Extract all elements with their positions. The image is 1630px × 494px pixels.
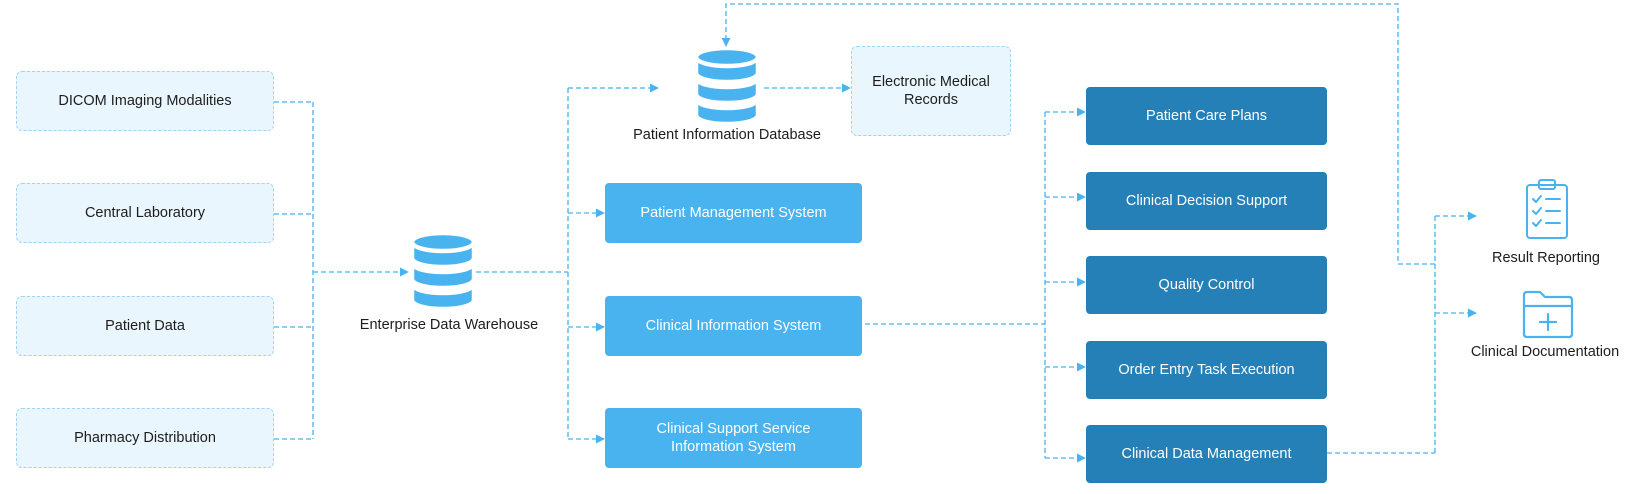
system-label: Clinical Support Service Information Sys…: [656, 421, 811, 455]
output-clinical-data-management: Clinical Data Management: [1086, 425, 1327, 483]
output-label: Quality Control: [1158, 277, 1255, 293]
source-label: Central Laboratory: [84, 205, 206, 221]
source-patient-data: Patient Data: [16, 296, 274, 356]
clinical-documentation-label: Clinical Documentation: [1470, 344, 1620, 360]
emr-label: Electronic Medical Records: [872, 74, 990, 108]
output-order-entry: Order Entry Task Execution: [1086, 341, 1327, 399]
system-patient-management: Patient Management System: [605, 183, 862, 243]
medical-folder-icon: [1522, 290, 1574, 339]
source-pharmacy-distribution: Pharmacy Distribution: [16, 408, 274, 468]
system-clinical-information: Clinical Information System: [605, 296, 862, 356]
output-patient-care-plans: Patient Care Plans: [1086, 87, 1327, 145]
system-label: Clinical Information System: [645, 318, 822, 334]
output-label: Patient Care Plans: [1146, 108, 1267, 124]
clipboard-checklist-icon: [1526, 179, 1568, 239]
result-reporting-label: Result Reporting: [1492, 250, 1600, 266]
output-quality-control: Quality Control: [1086, 256, 1327, 314]
warehouse-label: Enterprise Data Warehouse: [359, 317, 539, 333]
output-clinical-decision-support: Clinical Decision Support: [1086, 172, 1327, 230]
output-label: Clinical Decision Support: [1125, 193, 1288, 209]
system-label: Patient Management System: [640, 205, 827, 221]
output-label: Order Entry Task Execution: [1118, 362, 1295, 378]
source-label: DICOM Imaging Modalities: [58, 93, 232, 109]
system-clinical-support-service: Clinical Support Service Information Sys…: [605, 408, 862, 468]
emr-box: Electronic Medical Records: [851, 46, 1011, 136]
source-dicom-imaging: DICOM Imaging Modalities: [16, 71, 274, 131]
source-central-laboratory: Central Laboratory: [16, 183, 274, 243]
patient-db-label: Patient Information Database: [633, 127, 821, 143]
source-label: Pharmacy Distribution: [74, 430, 216, 446]
database-icon: [695, 47, 759, 123]
output-label: Clinical Data Management: [1121, 446, 1292, 462]
source-label: Patient Data: [105, 318, 185, 334]
database-icon: [411, 232, 475, 308]
connector-feedback-loop: [721, 3, 1435, 265]
